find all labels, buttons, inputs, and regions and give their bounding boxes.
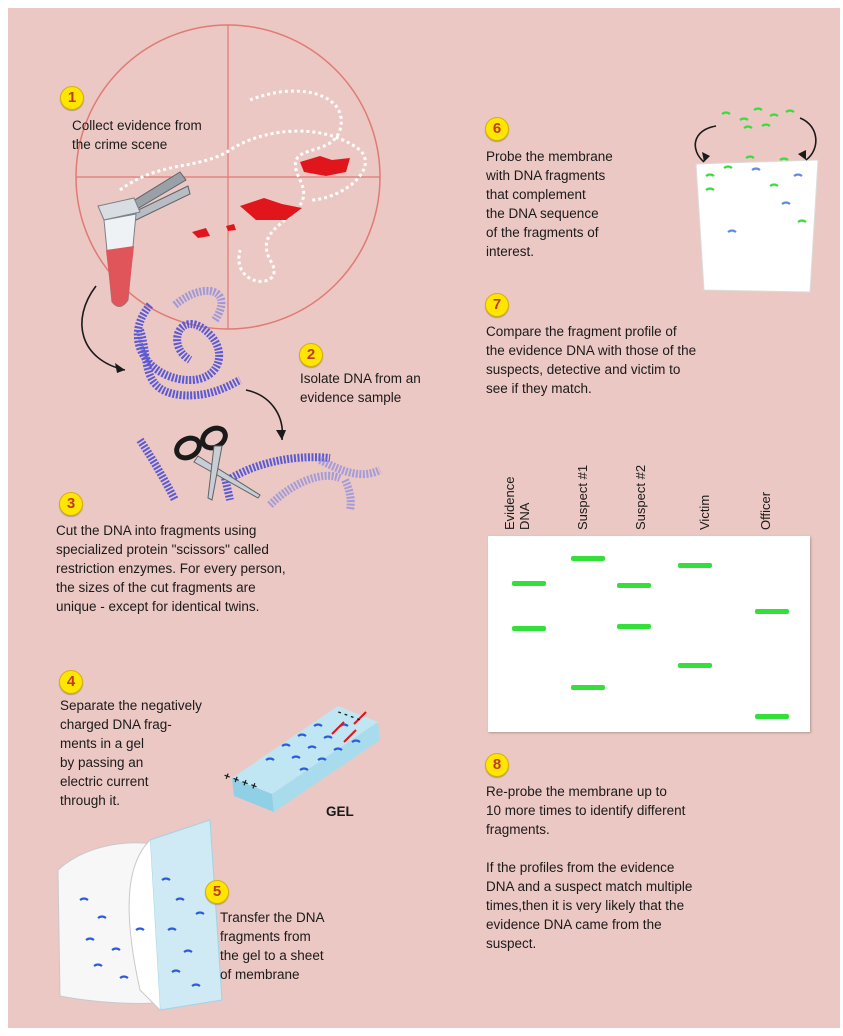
step-2-text: Isolate DNA from an evidence sample [300, 369, 421, 407]
step-3-badge: 3 [59, 492, 83, 516]
step-8-text: Re-probe the membrane up to 10 more time… [486, 782, 692, 953]
test-tube-icon [98, 198, 140, 307]
probe-fragment [744, 127, 752, 129]
dna-band [571, 556, 605, 561]
step-1-badge: 1 [60, 86, 84, 110]
lane-label: Suspect #2 [633, 465, 648, 530]
step-6-text: Probe the membrane with DNA fragments th… [486, 147, 613, 261]
step-7-badge: 7 [485, 293, 509, 317]
dna-band [678, 663, 712, 668]
step-6-badge: 6 [485, 117, 509, 141]
probe-fragment [740, 119, 748, 121]
dna-band [571, 685, 605, 690]
gel-label: GEL [326, 804, 354, 819]
step-2-badge: 2 [299, 343, 323, 367]
probe-fragment [786, 111, 794, 113]
lane-label: Officer [758, 492, 773, 530]
probe-fragment [780, 159, 788, 161]
scissors-icon [173, 424, 260, 500]
dna-band [617, 583, 651, 588]
dna-strand-icon [138, 305, 240, 395]
step-8-badge: 8 [485, 753, 509, 777]
dna-band [755, 609, 789, 614]
lane-label: Victim [697, 495, 712, 530]
probe-fragment [722, 113, 730, 115]
step-4-text: Separate the negatively charged DNA frag… [60, 696, 202, 810]
membrane-transfer-icon [58, 820, 222, 1010]
dna-band [755, 714, 789, 719]
comparison-membrane [488, 536, 810, 732]
step-1-text: Collect evidence from the crime scene [72, 116, 202, 154]
lane-label: Evidence DNA [502, 477, 532, 530]
step-4-badge: 4 [59, 670, 83, 694]
lane-label: Suspect #1 [575, 465, 590, 530]
arrow-icon-2 [246, 390, 282, 440]
arrowhead-icon [115, 363, 125, 373]
dna-band [617, 624, 651, 629]
probe-fragment [762, 125, 770, 127]
dna-band [512, 626, 546, 631]
hair-fiber-icon [239, 91, 341, 281]
step-7-text: Compare the fragment profile of the evid… [486, 322, 696, 398]
arrowhead-icon-2 [276, 430, 286, 440]
probed-membrane-icon [695, 118, 818, 292]
dna-band [678, 563, 712, 568]
step-5-badge: 5 [205, 880, 229, 904]
probe-fragment [770, 115, 778, 117]
probe-fragment [746, 157, 754, 159]
step-3-text: Cut the DNA into fragments using special… [56, 521, 286, 616]
step-5-text: Transfer the DNA fragments from the gel … [220, 908, 325, 984]
probe-fragment [754, 109, 762, 111]
dna-band [512, 581, 546, 586]
dna-strand-icon-faded [175, 291, 221, 320]
